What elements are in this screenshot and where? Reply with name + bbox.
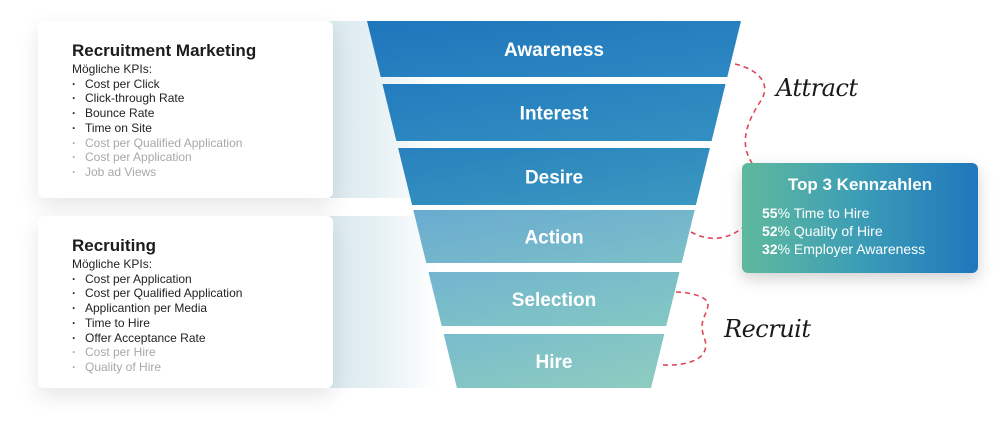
kpi-item: Cost per Qualified Application — [72, 136, 333, 151]
top-kpis-title: Top 3 Kennzahlen — [787, 175, 933, 194]
kpi-label: Time to Hire — [790, 205, 870, 221]
kpi-label: Quality of Hire — [790, 223, 883, 239]
top-kpi-row: 52% Quality of Hire — [762, 222, 978, 240]
funnel-stages: AwarenessInterestDesireActionSelectionHi… — [367, 21, 741, 388]
kpi-list: Cost per Click Click-through Rate Bounce… — [72, 77, 333, 180]
attract-label: Attract — [776, 74, 858, 102]
connectors — [662, 63, 766, 366]
top-kpis-box: Top 3 Kennzahlen 55% Time to Hire 52% Qu… — [742, 163, 978, 273]
kpi-item: Time to Hire — [72, 316, 333, 331]
funnel-stage-label: Selection — [512, 290, 596, 311]
kpi-item: Cost per Qualified Application — [72, 286, 333, 301]
funnel-stage-action — [413, 210, 695, 263]
funnel-stage-hire — [443, 334, 665, 388]
funnel-stage-interest — [382, 84, 726, 141]
kpi-item: Cost per Click — [72, 77, 333, 92]
recruitment-marketing-card: Recruitment Marketing Mögliche KPIs: Cos… — [38, 21, 333, 198]
kpi-item: Offer Acceptance Rate — [72, 331, 333, 346]
kpi-item: Job ad Views — [72, 165, 333, 180]
recruit-connector — [662, 291, 709, 366]
attract-connector-top — [734, 63, 766, 164]
funnel-stage-label: Hire — [536, 352, 573, 373]
kpi-item: Time on Site — [72, 121, 333, 136]
kpi-item: Click-through Rate — [72, 91, 333, 106]
kpi-value: 55 — [762, 205, 778, 221]
funnel-stage-desire — [398, 148, 710, 205]
kpi-label: Employer Awareness — [790, 241, 926, 257]
funnel-stage-label: Desire — [525, 168, 583, 189]
funnel-stage-label: Interest — [520, 104, 589, 125]
kpi-value: 32 — [762, 241, 778, 257]
kpi-item: Applicantion per Media — [72, 301, 333, 316]
kpi-list: Cost per Application Cost per Qualified … — [72, 272, 333, 375]
kpi-item: Cost per Hire — [72, 345, 333, 360]
attract-connector-bottom — [690, 227, 743, 240]
kpi-unit: % — [777, 205, 791, 221]
kpi-item: Bounce Rate — [72, 106, 333, 121]
card-title: Recruitment Marketing — [72, 41, 257, 60]
kpi-item: Cost per Application — [72, 272, 333, 287]
funnel-stage-label: Awareness — [504, 40, 604, 61]
recruiting-card: Recruiting Mögliche KPIs: Cost per Appli… — [38, 216, 333, 388]
top-kpi-row: 32% Employer Awareness — [762, 240, 978, 258]
top-kpi-row: 55% Time to Hire — [762, 204, 978, 222]
card-subtitle: Mögliche KPIs: — [72, 62, 153, 76]
kpi-unit: % — [777, 241, 791, 257]
kpi-value: 52 — [762, 223, 778, 239]
card-subtitle: Mögliche KPIs: — [72, 257, 153, 271]
kpi-unit: % — [777, 223, 791, 239]
recruit-label: Recruit — [724, 315, 811, 343]
kpi-item: Quality of Hire — [72, 360, 333, 375]
funnel-stage-selection — [428, 272, 680, 326]
funnel-stage-awareness — [367, 21, 741, 77]
card-title: Recruiting — [72, 236, 157, 255]
kpi-item: Cost per Application — [72, 150, 333, 165]
funnel-stage-label: Action — [524, 228, 583, 249]
